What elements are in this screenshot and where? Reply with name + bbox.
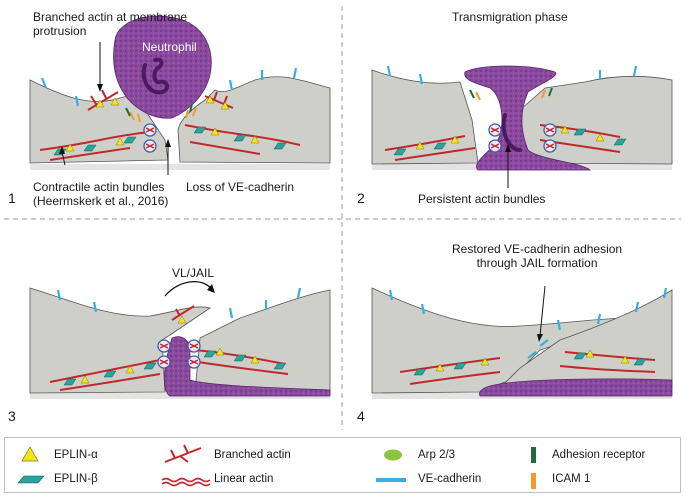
- neutrophil-nucleus: [141, 57, 169, 95]
- arp23-ellipse-icon: [384, 449, 402, 461]
- adhesion-receptor-bar-icon: [531, 447, 536, 463]
- neutrophil-body: [113, 15, 212, 119]
- basement-membrane: [30, 164, 330, 170]
- neutrophil-body: [164, 336, 331, 397]
- legend-symbols: [17, 444, 536, 489]
- icam1-bar-icon: [531, 473, 536, 489]
- panel-4: [371, 285, 673, 399]
- panel-number-2: 2: [357, 190, 365, 206]
- legend-label-eplin-alpha: EPLIN-α: [54, 449, 98, 461]
- loss-ve-cadherin-label: Loss of VE-cadherin: [186, 180, 295, 194]
- endothelial-cell-right: [519, 75, 673, 165]
- branched-actin-icon: [164, 444, 202, 463]
- legend-label-ve-cadherin: VE-cadherin: [418, 473, 482, 485]
- legend: [4, 437, 681, 493]
- legend-label-linear-actin: Linear actin: [214, 473, 274, 485]
- linear-actin-icon: [161, 477, 211, 487]
- legend-label-adhesion-receptor: Adhesion receptor: [552, 449, 646, 461]
- endothelial-cell-left: [29, 287, 211, 394]
- panel-2-title: Transmigration phase: [452, 10, 568, 24]
- eplin-alpha-triangle-icon: [21, 446, 39, 462]
- contractile-actin-label: Contractile actin bundles (Heermskerk et…: [33, 180, 169, 208]
- neutrophil-nucleus: [501, 113, 522, 152]
- vl-jail-arrow: [164, 281, 213, 297]
- legend-label-icam1: ICAM 1: [552, 473, 591, 485]
- eplin-beta-parallelogram-icon: [17, 475, 45, 484]
- panel-3: [29, 281, 331, 399]
- neutrophil-label: Neutrophil: [142, 40, 197, 54]
- panel-number-3: 3: [8, 408, 16, 424]
- panel-1: [29, 15, 331, 175]
- endothelial-cell-right: [499, 289, 673, 389]
- panel-number-4: 4: [357, 408, 365, 424]
- neutrophil-body: [479, 378, 673, 397]
- endothelial-cell-right: [194, 289, 331, 394]
- legend-label-arp23: Arp 2/3: [418, 449, 456, 461]
- legend-label-branched-actin: Branched actin: [214, 449, 291, 461]
- restored-ve-cadherin-label: Restored VE-cadherin adhesion through JA…: [452, 242, 623, 270]
- legend-label-eplin-beta: EPLIN-β: [54, 473, 98, 485]
- endothelial-cell-left: [371, 69, 479, 165]
- panel-number-1: 1: [8, 190, 16, 206]
- ve-cadherin-bar-icon: [376, 478, 406, 482]
- branched-actin-label: Branched actin at membrane protrusion: [33, 10, 188, 38]
- persistent-actin-label: Persistent actin bundles: [418, 192, 546, 206]
- endothelial-cell-right: [177, 76, 331, 164]
- panel-2: [371, 65, 673, 188]
- vl-jail-label: VL/JAIL: [172, 266, 215, 280]
